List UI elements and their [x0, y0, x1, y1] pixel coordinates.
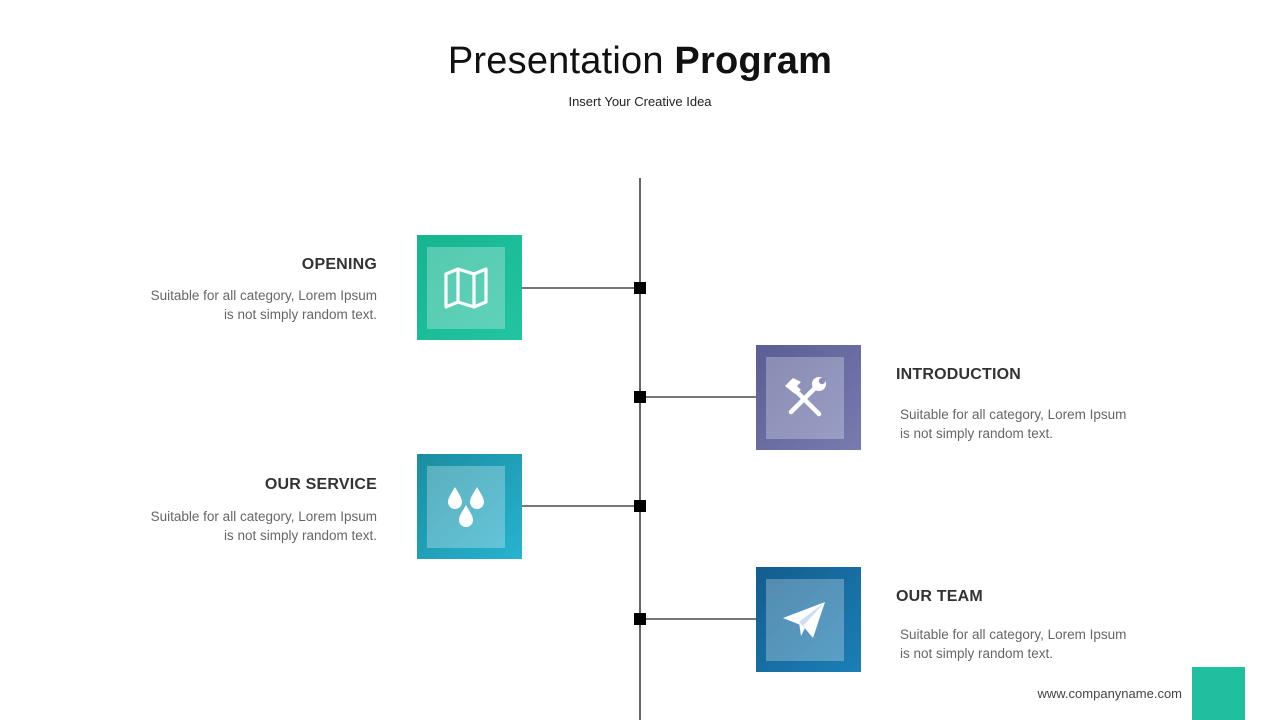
tools-icon	[785, 377, 826, 417]
item-desc-our-service-line1: Suitable for all category, Lorem Ipsum	[150, 509, 377, 524]
tile-our-service-inner	[427, 466, 505, 548]
page-subtitle: Insert Your Creative Idea	[568, 94, 712, 109]
item-desc-our-team-line2: is not simply random text.	[900, 646, 1054, 661]
connector-introduction	[640, 396, 756, 398]
item-desc-our-team-line1: Suitable for all category, Lorem Ipsum	[900, 627, 1127, 642]
page-title: Presentation Program	[0, 40, 1280, 83]
item-desc-our-service: Suitable for all category, Lorem Ipsum i…	[117, 507, 377, 545]
tile-introduction	[756, 345, 861, 450]
item-desc-our-team: Suitable for all category, Lorem Ipsum i…	[900, 625, 1160, 663]
title-bold: Program	[674, 40, 833, 82]
footer-url[interactable]: www.companyname.com	[1037, 686, 1183, 701]
item-title-introduction: INTRODUCTION	[896, 366, 1022, 383]
item-title-our-team: OUR TEAM	[896, 588, 983, 605]
item-desc-opening: Suitable for all category, Lorem Ipsum i…	[117, 286, 377, 324]
tile-opening	[417, 235, 522, 340]
item-desc-our-service-line2: is not simply random text.	[223, 528, 377, 543]
item-desc-opening-line1: Suitable for all category, Lorem Ipsum	[150, 288, 377, 303]
timeline-node-our-service	[634, 500, 646, 512]
paper-plane-icon	[783, 602, 825, 638]
tile-introduction-inner	[766, 357, 844, 439]
timeline-axis	[639, 178, 641, 720]
item-title-opening: OPENING	[301, 256, 377, 273]
item-desc-opening-line2: is not simply random text.	[223, 307, 377, 322]
timeline-node-our-team	[634, 613, 646, 625]
tile-our-service	[417, 454, 522, 559]
connector-our-team	[640, 618, 756, 620]
title-light: Presentation	[447, 40, 664, 82]
item-desc-introduction-line2: is not simply random text.	[900, 426, 1054, 441]
map-icon	[444, 267, 488, 309]
connector-opening	[521, 287, 640, 289]
water-drops-icon	[448, 487, 484, 527]
item-desc-introduction-line1: Suitable for all category, Lorem Ipsum	[900, 407, 1127, 422]
tile-opening-inner	[427, 247, 505, 329]
timeline-node-introduction	[634, 391, 646, 403]
footer-accent-square	[1192, 667, 1245, 720]
tile-our-team	[756, 567, 861, 672]
item-title-our-service: OUR SERVICE	[264, 476, 377, 493]
timeline-node-opening	[634, 282, 646, 294]
connector-our-service	[521, 505, 640, 507]
tile-our-team-inner	[766, 579, 844, 661]
item-desc-introduction: Suitable for all category, Lorem Ipsum i…	[900, 405, 1160, 443]
